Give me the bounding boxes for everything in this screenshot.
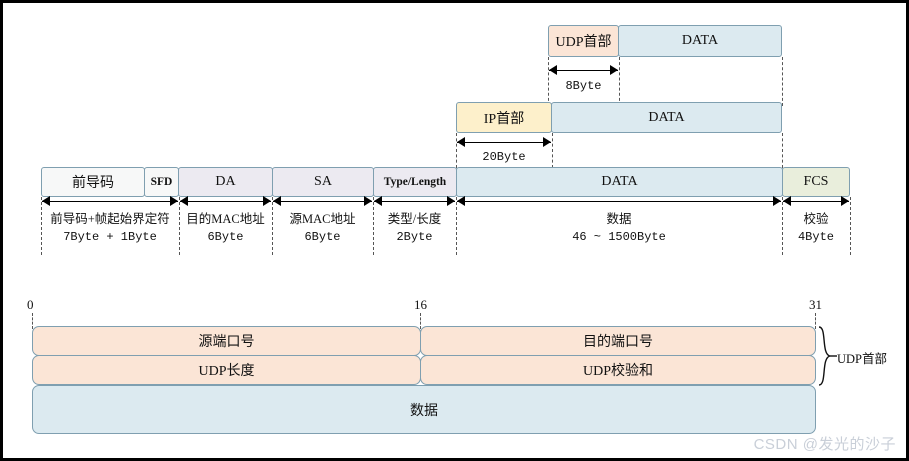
eth-desc-da-line1: 目的MAC地址 xyxy=(186,212,265,226)
eth-dim-preamble xyxy=(42,196,178,207)
eth-guide-2 xyxy=(272,197,273,255)
eth-dim-type-length xyxy=(374,196,455,207)
udp-guide-left xyxy=(548,57,549,106)
eth-desc-preamble-line1: 前导码+帧起始界定符 xyxy=(50,212,170,226)
eth-guide-1 xyxy=(179,197,180,255)
eth-desc-data-line2: 46 ~ 1500Byte xyxy=(572,230,666,244)
eth-desc-fcs-line2: 4Byte xyxy=(797,230,834,244)
udp-guide-right xyxy=(782,57,783,106)
ip-guide-mid xyxy=(552,133,553,168)
bit-tick-16: 16 xyxy=(414,297,427,312)
eth-desc-type-length-line2: 2Byte xyxy=(396,230,433,244)
udp-header-brace-label: UDP首部 xyxy=(837,352,888,366)
udp-field-payload: 数据 xyxy=(32,385,816,434)
bit-tick-31: 31 xyxy=(809,297,822,312)
eth-field-data: DATA xyxy=(456,167,783,197)
eth-guide-5 xyxy=(782,197,783,255)
eth-desc-data-line1: 数据 xyxy=(606,212,632,226)
eth-field-preamble: 前导码 xyxy=(41,167,145,197)
bit-guide-16 xyxy=(420,313,421,329)
eth-field-sfd: SFD xyxy=(144,167,179,197)
udp-field-length: UDP长度 xyxy=(32,355,421,385)
eth-desc-type-length-line1: 类型/长度 xyxy=(387,212,442,226)
eth-dim-data xyxy=(457,196,781,207)
udp-header-cell: UDP首部 xyxy=(548,25,619,57)
eth-guide-3 xyxy=(373,197,374,255)
eth-desc-sa-line2: 6Byte xyxy=(304,230,341,244)
eth-desc-fcs-line1: 校验 xyxy=(803,212,829,226)
udp-header-brace xyxy=(818,326,837,386)
eth-guide-4 xyxy=(456,197,457,255)
udp-guide-mid xyxy=(619,57,620,106)
eth-guide-6 xyxy=(850,197,851,255)
eth-field-sa: SA xyxy=(272,167,374,197)
udp-field-source-port: 源端口号 xyxy=(32,326,421,356)
eth-dim-sa xyxy=(273,196,372,207)
eth-desc-da-line2: 6Byte xyxy=(207,230,244,244)
ip-header-cell: IP首部 xyxy=(456,102,552,133)
eth-field-da: DA xyxy=(178,167,273,197)
ip-guide-right xyxy=(782,133,783,168)
eth-field-fcs: FCS xyxy=(782,167,850,197)
udp-data-cell: DATA xyxy=(618,25,782,57)
eth-desc-preamble-line2: 7Byte + 1Byte xyxy=(63,230,157,244)
watermark: CSDN @发光的沙子 xyxy=(753,436,896,453)
udp-header-dimension xyxy=(549,65,618,76)
bit-tick-0: 0 xyxy=(27,297,34,312)
eth-dim-fcs xyxy=(783,196,849,207)
eth-field-type-length: Type/Length xyxy=(373,167,457,197)
eth-desc-sa-line1: 源MAC地址 xyxy=(289,212,356,226)
eth-dim-da xyxy=(180,196,271,207)
ip-header-dimension xyxy=(457,137,551,148)
eth-guide-0 xyxy=(41,197,42,255)
udp-field-dest-port: 目的端口号 xyxy=(420,326,816,356)
ip-header-size-label: 20Byte xyxy=(482,150,526,164)
bit-guide-0 xyxy=(32,313,33,329)
ip-guide-left xyxy=(456,133,457,168)
bit-guide-31 xyxy=(815,313,816,329)
udp-field-checksum: UDP校验和 xyxy=(420,355,816,385)
udp-header-size-label: 8Byte xyxy=(565,79,602,93)
ip-data-cell: DATA xyxy=(551,102,782,133)
